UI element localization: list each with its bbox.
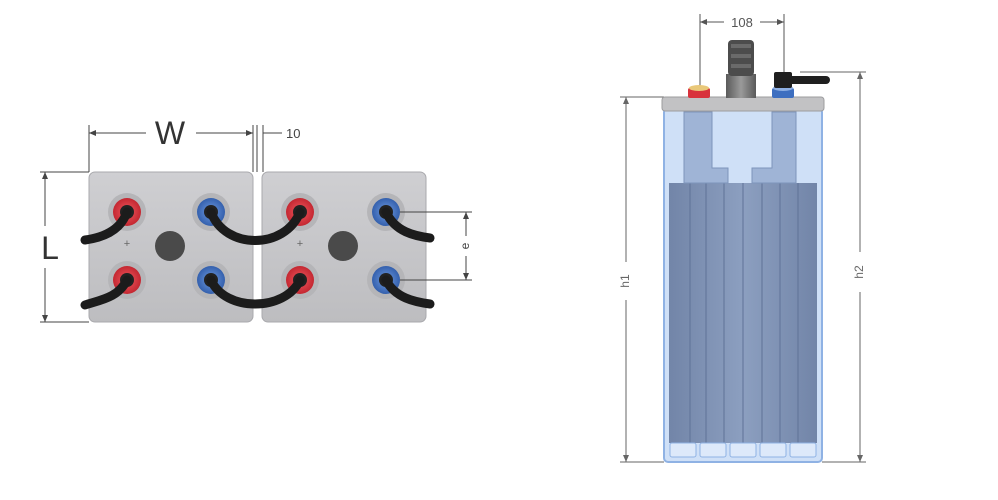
cell-lid: [661, 96, 825, 112]
h1-label: h1: [618, 274, 632, 288]
vent-plug-left: [155, 231, 185, 261]
width-dimension: W: [88, 115, 254, 172]
gap-label: 10: [286, 126, 300, 141]
positive-mark: +: [124, 238, 130, 250]
positive-post-icon: [688, 85, 710, 98]
gap-dimension: 10: [256, 125, 300, 172]
container-feet: [669, 442, 817, 458]
vent-plug-right: [328, 231, 358, 261]
plate-stack: [669, 183, 817, 443]
negative-post-icon: [772, 72, 830, 98]
length-dimension: L: [40, 171, 89, 323]
pole-bridges: [683, 111, 797, 184]
h2-dimension: h2: [800, 71, 866, 463]
pitch-dimension: e: [400, 211, 472, 281]
positive-mark: +: [297, 238, 303, 250]
side-view: 108 h1 h2: [618, 14, 866, 463]
vent-plug-icon: [726, 40, 756, 98]
h1-dimension: h1: [618, 96, 664, 463]
top-view: W 10 L: [40, 115, 472, 323]
connector-cables: [80, 207, 435, 310]
width-label: W: [155, 115, 186, 151]
length-label: L: [41, 230, 59, 266]
pitch-label: e: [458, 242, 472, 249]
side-width-label: 108: [731, 15, 753, 30]
h2-label: h2: [852, 265, 866, 279]
